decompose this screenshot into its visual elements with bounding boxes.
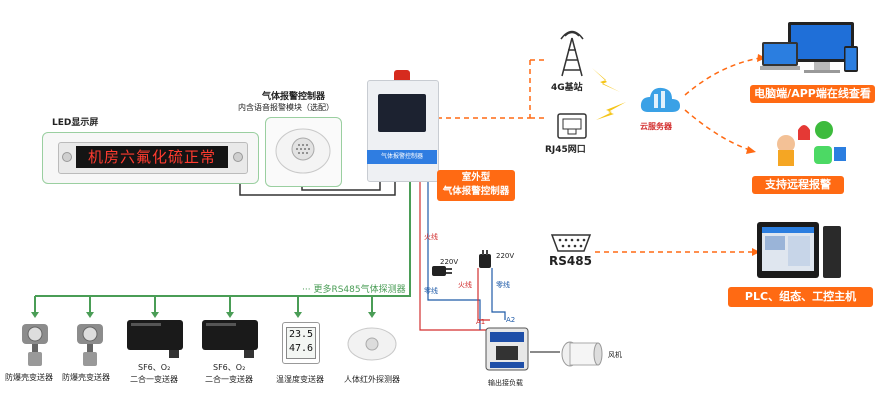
message-icon <box>814 146 832 164</box>
alarm-light-icon <box>798 125 810 140</box>
display-temperature: 23.5 <box>288 329 314 340</box>
detector-label-1: 防爆壳变送器 <box>5 373 53 382</box>
rs485-bus-line <box>35 180 411 297</box>
detector-label-4b: 二合一变送器 <box>205 375 253 384</box>
rs485-bus-label-text: 更多RS485气体探测器 <box>313 285 406 295</box>
fan-label: 风机 <box>608 351 622 359</box>
power-plug-icon <box>479 250 491 268</box>
v220-label-2: 220V <box>496 252 515 260</box>
controller-badge: 室外型 气体报警控制器 <box>437 170 515 201</box>
bus-dots: ··· <box>302 285 314 295</box>
contactor-relay-icon <box>485 327 529 371</box>
alarm-module-title: 气体报警控制器 <box>262 92 326 102</box>
fire-line-label-2: 火线 <box>458 281 472 289</box>
led-screen-label: LED显示屏 <box>52 118 99 128</box>
zero-line-label-2: 零线 <box>496 281 510 289</box>
relay-output-label: 输出接负载 <box>488 379 523 387</box>
detector-label-5: 温湿度变送器 <box>276 375 324 384</box>
power-plug-icon <box>432 266 452 276</box>
person-icon <box>777 135 795 153</box>
mail-icon <box>834 147 846 161</box>
rs485-connector-icon <box>550 234 592 252</box>
explosion-proof-transmitter-icon <box>22 324 48 366</box>
controller-screen <box>378 94 426 132</box>
cell-tower-icon <box>560 30 584 77</box>
fire-line-label-1: 火线 <box>424 233 438 241</box>
sf6-o2-transmitter-icon <box>202 320 258 358</box>
detector-label-4a: SF6、O₂ <box>213 363 246 372</box>
alarm-module-subtitle: 内含语音报警模块（选配） <box>238 103 334 112</box>
base-station-label: 4G基站 <box>551 83 583 93</box>
pc-app-devices-icon <box>760 22 858 73</box>
plc-badge: PLC、组态、工控主机 <box>728 287 873 307</box>
detector-label-6: 人体红外探测器 <box>344 375 400 384</box>
speaker-icon <box>275 128 331 174</box>
controller-badge-line1: 室外型 <box>461 172 491 183</box>
a1-label: A1 <box>476 318 486 326</box>
led-display-text: 机房六氟化硫正常 <box>76 146 228 168</box>
cloud-server-label: 云服务器 <box>640 122 672 131</box>
sf6-o2-transmitter-icon <box>127 320 183 358</box>
controller-panel-text: 气体报警控制器 <box>367 150 437 164</box>
wechat-icon <box>815 121 833 139</box>
led-knob-left-icon <box>62 152 72 162</box>
rj45-port-icon <box>557 113 587 139</box>
pc-app-badge: 电脑端/APP端在线查看 <box>750 85 875 103</box>
cloud-server-icon <box>640 87 680 112</box>
led-knob-right-icon <box>233 152 243 162</box>
detector-label-3a: SF6、O₂ <box>138 363 171 372</box>
temp-humidity-transmitter-icon: 23.5 47.6 <box>282 322 320 364</box>
v220-label-1: 220V <box>440 258 459 266</box>
detector-label-2: 防爆壳变送器 <box>62 373 110 382</box>
pir-detector-icon <box>347 327 397 361</box>
fan-icon <box>561 341 603 367</box>
rs485-bus-label: ··· 更多RS485气体探测器 <box>302 282 406 295</box>
a2-label: A2 <box>506 316 516 324</box>
rj45-label: RJ45网口 <box>545 145 586 155</box>
rs485-label: RS485 <box>549 254 592 268</box>
display-humidity: 47.6 <box>288 343 314 354</box>
zero-line-label-1: 零线 <box>424 287 438 295</box>
remote-alarm-badge: 支持远程报警 <box>752 176 844 194</box>
temp-humidity-display: 23.5 47.6 <box>286 327 316 359</box>
detector-label-3b: 二合一变送器 <box>130 375 178 384</box>
explosion-proof-transmitter-icon <box>77 324 103 366</box>
industrial-pc-icon <box>757 222 841 278</box>
controller-badge-line2: 气体报警控制器 <box>442 186 510 197</box>
remote-alarm-icons <box>777 121 846 166</box>
alarm-beacon-icon <box>394 70 410 81</box>
